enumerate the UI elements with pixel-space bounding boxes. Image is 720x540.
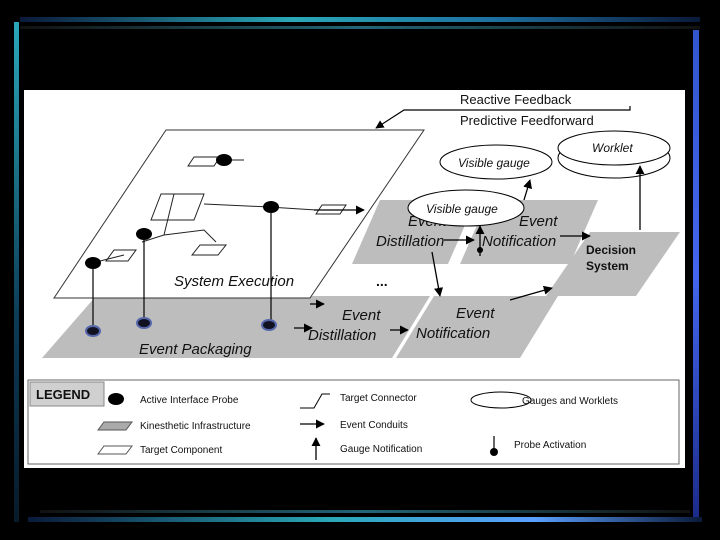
legend-box — [27, 379, 680, 465]
legend-item-target-component: Target Component — [140, 445, 222, 456]
target-component — [190, 244, 228, 256]
legend-item-target-connector: Target Connector — [340, 393, 417, 404]
architecture-diagram: Reactive Feedback Predictive Feedforward — [24, 90, 685, 468]
worklet-ellipse-outer — [557, 130, 671, 166]
gauge-notification-dot — [477, 247, 483, 253]
active-interface-probe — [216, 154, 232, 166]
legend-item-event-conduits: Event Conduits — [340, 420, 408, 431]
probe-activation-dot — [261, 319, 277, 331]
visible-gauge-right-label: Visible gauge — [426, 202, 498, 216]
visible-gauge-left-label: Visible gauge — [458, 156, 530, 170]
legend-gauge-icon — [470, 391, 532, 409]
system-execution-label: System Execution — [174, 273, 294, 290]
legend-item-gauges-and-worklets: Gauges and Worklets — [522, 396, 618, 407]
event-conduits — [294, 165, 645, 335]
legend-connector-icon — [300, 393, 330, 409]
legend-item-kinesthetic-infrastructure: Kinesthetic Infrastructure — [140, 421, 251, 432]
predictive-feedforward-label: Predictive Feedforward — [460, 113, 594, 128]
event-notification-platform — [396, 296, 558, 358]
target-component — [187, 156, 221, 167]
frame-top-bar-2 — [20, 26, 700, 29]
legend-title: LEGEND — [36, 387, 90, 402]
active-interface-probe — [263, 201, 279, 213]
legend-probe-icon — [108, 393, 124, 405]
probe-activation-dots — [85, 317, 277, 337]
legend-probe-activation-dot — [490, 448, 498, 456]
active-interface-probes — [85, 154, 279, 269]
frame-bottom-bar-2 — [40, 510, 690, 513]
diagram-svg: Reactive Feedback Predictive Feedforward — [27, 92, 680, 465]
event-packaging-platform — [42, 296, 340, 358]
frame-left-bar — [14, 22, 19, 522]
active-interface-probe — [85, 257, 101, 269]
probe-activation-lines — [92, 213, 272, 330]
target-component — [150, 193, 205, 221]
worklet-label: Worklet — [592, 141, 633, 155]
frame-right-bar — [693, 30, 699, 520]
legend-item-probe-activation: Probe Activation — [514, 440, 586, 451]
decision-system-platform — [546, 232, 680, 296]
legend-component-icon — [97, 445, 133, 455]
event-packaging-label: Event Packaging — [139, 341, 252, 358]
visible-gauge-right-ellipse — [407, 189, 525, 227]
legend-item-gauge-notification: Gauge Notification — [340, 444, 422, 455]
event-distillation-platform — [282, 296, 430, 358]
active-interface-probe — [136, 228, 152, 240]
frame-bottom-bar — [28, 517, 702, 522]
probe-activation-dot — [85, 325, 101, 337]
legend-title-box — [29, 381, 105, 407]
probe-activation-dot — [136, 317, 152, 329]
reactive-feedback-label: Reactive Feedback — [460, 92, 572, 107]
visible-gauge-left-ellipse — [439, 144, 553, 180]
legend-item-active-interface-probe: Active Interface Probe — [140, 395, 239, 406]
frame-top-bar — [20, 17, 700, 22]
ellipsis-label: ... — [376, 273, 388, 289]
legend-infrastructure-icon — [97, 421, 133, 431]
system-execution-plane — [53, 129, 425, 299]
feedback-line — [375, 106, 631, 129]
